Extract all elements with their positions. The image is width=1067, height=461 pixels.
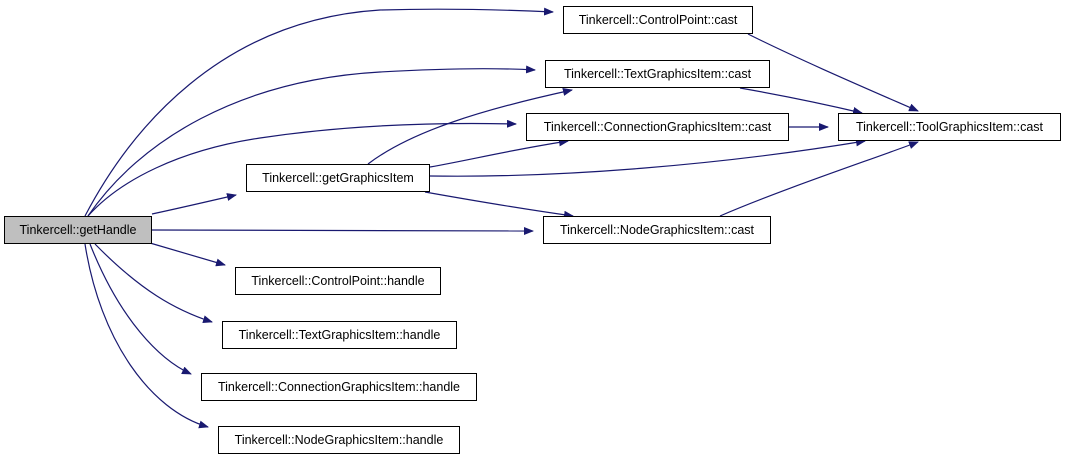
node-connection-graphics-item-cast[interactable]: Tinkercell::ConnectionGraphicsItem::cast <box>526 113 789 141</box>
edge-get-graphics-item-to-connection-graphics-item-cast <box>429 138 569 168</box>
edge-get-handle-to-node-graphics-item-handle <box>84 243 209 429</box>
node-control-point-cast[interactable]: Tinkercell::ControlPoint::cast <box>563 6 753 34</box>
edge-get-handle-to-node-graphics-item-cast <box>151 226 534 235</box>
edge-get-handle-to-text-graphics-item-handle <box>94 243 213 324</box>
edge-get-graphics-item-to-node-graphics-item-cast <box>424 191 574 219</box>
edge-get-handle-to-control-point-cast <box>84 7 554 217</box>
edge-get-graphics-item-to-tool-graphics-item-cast <box>429 138 866 177</box>
node-text-graphics-item-handle[interactable]: Tinkercell::TextGraphicsItem::handle <box>222 321 457 349</box>
edge-get-handle-to-get-graphics-item <box>151 193 237 215</box>
node-node-graphics-item-handle[interactable]: Tinkercell::NodeGraphicsItem::handle <box>218 426 460 454</box>
node-control-point-handle[interactable]: Tinkercell::ControlPoint::handle <box>235 267 441 295</box>
node-connection-graphics-item-handle[interactable]: Tinkercell::ConnectionGraphicsItem::hand… <box>201 373 477 401</box>
edge-get-handle-to-connection-graphics-item-cast <box>87 119 517 217</box>
edge-node-graphics-item-cast-to-tool-graphics-item-cast <box>719 141 919 217</box>
node-node-graphics-item-cast[interactable]: Tinkercell::NodeGraphicsItem::cast <box>543 216 771 244</box>
node-get-graphics-item[interactable]: Tinkercell::getGraphicsItem <box>246 164 430 192</box>
edge-get-handle-to-text-graphics-item-cast <box>87 65 536 217</box>
node-get-handle: Tinkercell::getHandle <box>4 216 152 244</box>
edge-text-graphics-item-cast-to-tool-graphics-item-cast <box>739 87 863 115</box>
edge-get-handle-to-connection-graphics-item-handle <box>89 243 192 375</box>
edge-get-handle-to-control-point-handle <box>149 242 226 267</box>
node-text-graphics-item-cast[interactable]: Tinkercell::TextGraphicsItem::cast <box>545 60 770 88</box>
edge-control-point-cast-to-tool-graphics-item-cast <box>747 33 919 112</box>
edge-get-graphics-item-to-text-graphics-item-cast <box>367 88 573 165</box>
node-tool-graphics-item-cast[interactable]: Tinkercell::ToolGraphicsItem::cast <box>838 113 1061 141</box>
